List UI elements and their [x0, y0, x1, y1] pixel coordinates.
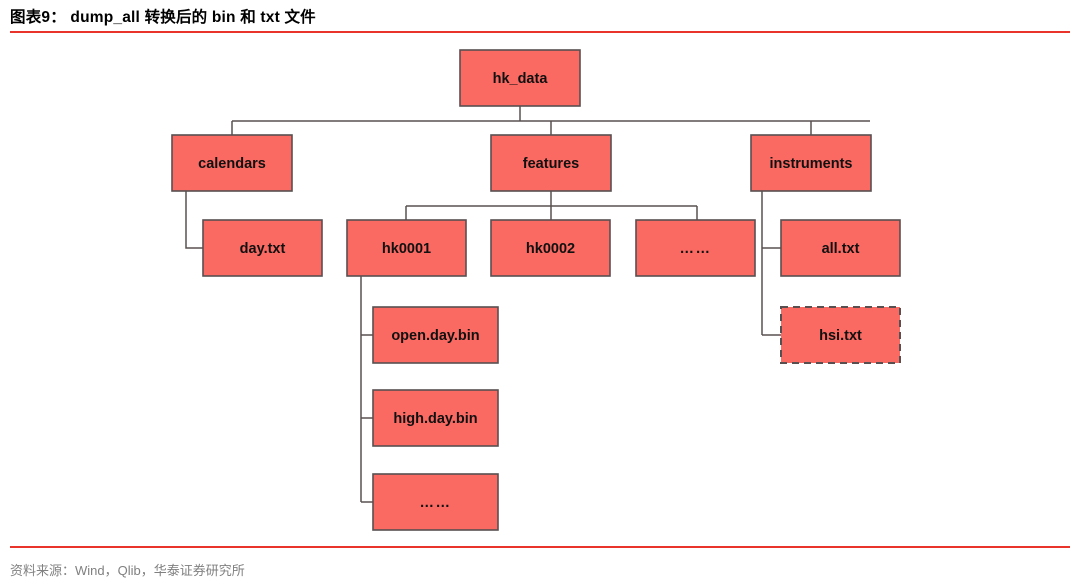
node-label-hsi_txt: hsi.txt — [819, 328, 862, 344]
tree-node-hk0001[interactable]: hk0001 — [346, 219, 467, 277]
tree-node-features_etc[interactable]: …… — [635, 219, 756, 277]
node-box-features[interactable] — [490, 134, 612, 192]
node-label-all_txt: all.txt — [822, 241, 860, 257]
node-box-feature_etc2[interactable] — [372, 473, 499, 531]
node-label-hk0002: hk0002 — [526, 241, 575, 257]
tree-node-all_txt[interactable]: all.txt — [780, 219, 901, 277]
tree-node-hk_data[interactable]: hk_data — [459, 49, 581, 107]
node-label-hk_data: hk_data — [493, 71, 549, 87]
tree-node-open_day_bin[interactable]: open.day.bin — [372, 306, 499, 364]
tree-nodes-layer: hk_data calendars features instruments day.t… — [171, 49, 901, 531]
node-box-high_day_bin[interactable] — [372, 389, 499, 447]
node-label-instruments: instruments — [770, 156, 853, 172]
node-label-feature_etc2: …… — [420, 495, 452, 511]
tree-node-instruments[interactable]: instruments — [750, 134, 872, 192]
tree-edge-calendars-day_txt — [185, 191, 203, 249]
node-box-hk0002[interactable] — [490, 219, 611, 277]
node-label-features: features — [523, 156, 579, 172]
node-label-hk0001: hk0001 — [382, 241, 431, 257]
node-box-calendars[interactable] — [171, 134, 293, 192]
tree-svg-canvas: hk_data calendars features instruments day.t… — [171, 49, 901, 531]
tree-node-high_day_bin[interactable]: high.day.bin — [372, 389, 499, 447]
node-label-day_txt: day.txt — [240, 241, 286, 257]
figure-source: 资料来源：Wind，Qlib，华泰证券研究所 — [10, 563, 245, 578]
tree-node-feature_etc2[interactable]: …… — [372, 473, 499, 531]
tree-node-hsi_txt[interactable]: hsi.txt — [780, 306, 901, 364]
node-box-hsi_txt[interactable] — [780, 306, 901, 364]
node-label-high_day_bin: high.day.bin — [393, 411, 477, 427]
directory-tree-diagram: hk_data calendars features instruments day.t… — [0, 36, 1080, 541]
source-divider-rule — [10, 546, 1070, 548]
node-label-open_day_bin: open.day.bin — [391, 328, 479, 344]
node-box-instruments[interactable] — [750, 134, 872, 192]
tree-node-features[interactable]: features — [490, 134, 612, 192]
node-box-hk0001[interactable] — [346, 219, 467, 277]
node-box-all_txt[interactable] — [780, 219, 901, 277]
node-label-features_etc: …… — [680, 241, 712, 257]
node-label-calendars: calendars — [198, 156, 266, 172]
figure-title: 图表9： dump_all 转换后的 bin 和 txt 文件 — [10, 9, 316, 26]
tree-edges-layer — [185, 106, 870, 503]
tree-node-hk0002[interactable]: hk0002 — [490, 219, 611, 277]
tree-node-calendars[interactable]: calendars — [171, 134, 293, 192]
node-box-day_txt[interactable] — [202, 219, 323, 277]
title-divider-rule — [10, 31, 1070, 33]
node-box-hk_data[interactable] — [459, 49, 581, 107]
node-box-open_day_bin[interactable] — [372, 306, 499, 364]
node-box-features_etc[interactable] — [635, 219, 756, 277]
tree-node-day_txt[interactable]: day.txt — [202, 219, 323, 277]
